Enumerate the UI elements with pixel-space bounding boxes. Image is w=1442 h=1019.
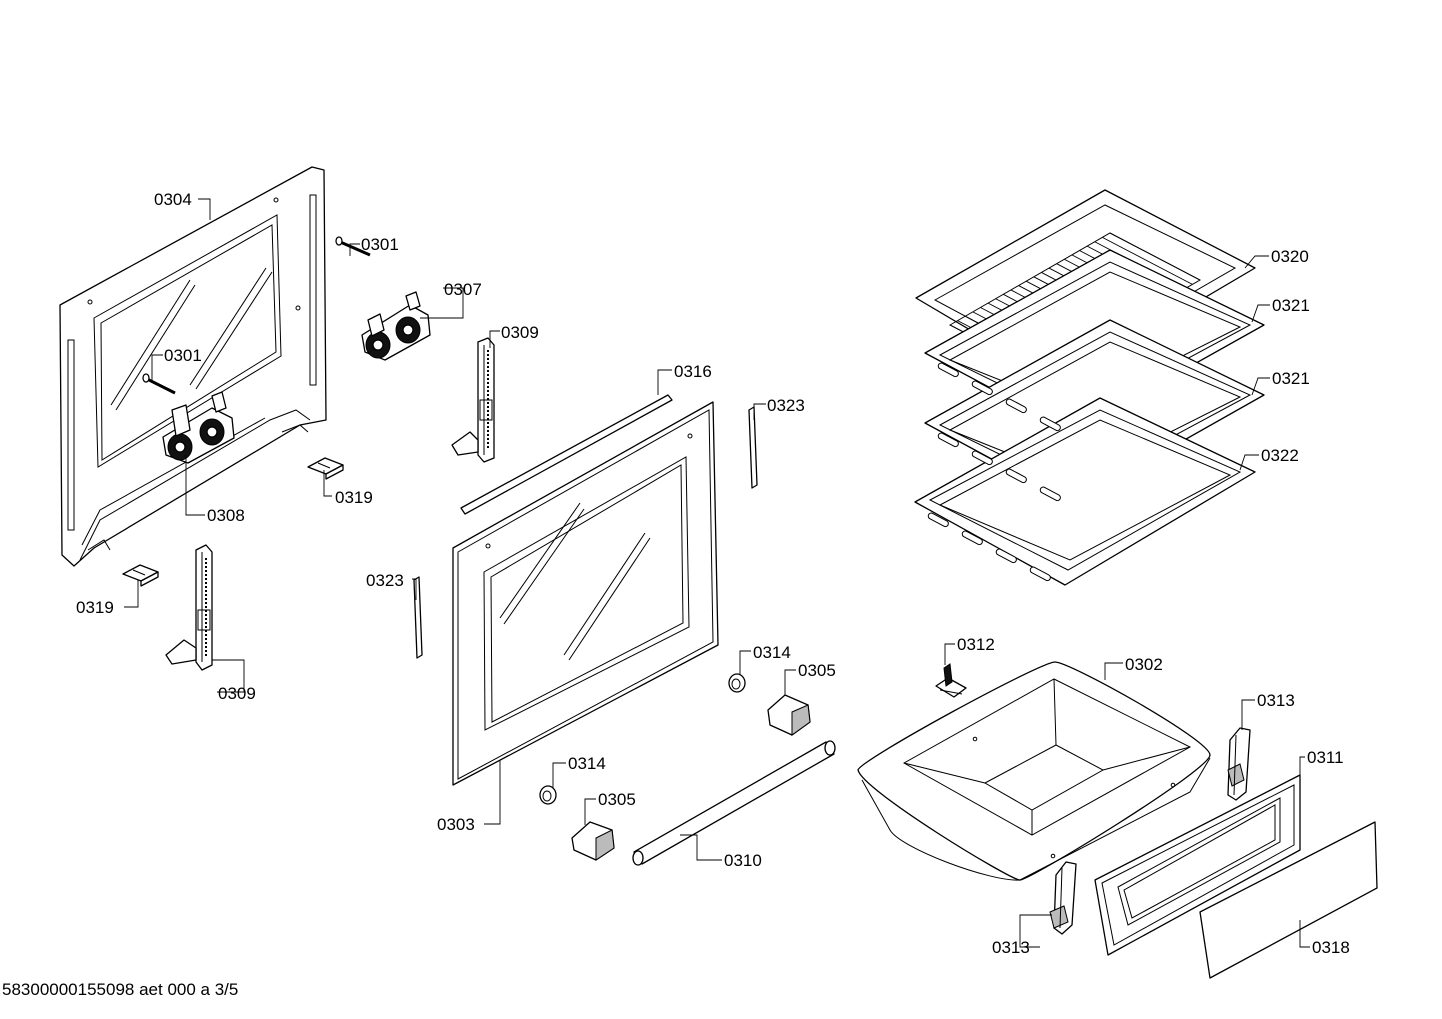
part-0305-end-cap-lower <box>571 821 615 861</box>
label-0320: 0320 <box>1271 247 1309 266</box>
part-0304-door-frame <box>59 166 327 567</box>
part-0309-hinge-upper <box>451 337 495 463</box>
label-0323-right: 0323 <box>767 396 805 415</box>
part-0314-button-lower <box>539 785 557 805</box>
label-0309-lower: 0309 <box>218 684 256 703</box>
part-0313-runner-upper <box>1227 727 1251 801</box>
part-0303-glass-door <box>452 401 719 786</box>
part-0310-handle-bar <box>632 740 836 866</box>
label-0303: 0303 <box>437 815 475 834</box>
part-0301-screw-lower <box>142 373 176 395</box>
part-0314-button-upper <box>728 673 746 693</box>
label-0312: 0312 <box>957 635 995 654</box>
label-0318: 0318 <box>1312 938 1350 957</box>
part-0319-clip-left <box>122 564 159 587</box>
label-0301-lower: 0301 <box>164 346 202 365</box>
label-0302: 0302 <box>1125 655 1163 674</box>
part-0316-strip <box>460 394 673 515</box>
tray-slots <box>927 362 1061 582</box>
label-0301-upper: 0301 <box>361 235 399 254</box>
part-0307-hinge-block <box>361 291 431 361</box>
document-id: 58300000155098 aet 000 a 3/5 <box>2 980 239 999</box>
label-0307: 0307 <box>444 280 482 299</box>
label-0313-lower: 0313 <box>992 938 1030 957</box>
part-0301-screw-upper <box>335 236 371 257</box>
label-0323-left: 0323 <box>366 571 404 590</box>
label-0305-upper: 0305 <box>798 661 836 680</box>
label-0314-upper: 0314 <box>753 643 791 662</box>
label-0322: 0322 <box>1261 446 1299 465</box>
label-0321-upper: 0321 <box>1272 296 1310 315</box>
label-0313-upper: 0313 <box>1257 691 1295 710</box>
label-0309-upper: 0309 <box>501 323 539 342</box>
label-0304: 0304 <box>154 190 192 209</box>
part-0323-strip-left <box>413 576 423 659</box>
label-0321-lower: 0321 <box>1272 369 1310 388</box>
label-0314-lower: 0314 <box>568 754 606 773</box>
label-0305-lower: 0305 <box>598 790 636 809</box>
part-0319-clip-right <box>307 457 344 480</box>
label-0311: 0311 <box>1307 748 1344 767</box>
label-0319-left: 0319 <box>76 598 114 617</box>
part-0312-bracket <box>935 663 967 698</box>
part-0309-hinge-lower <box>165 544 213 671</box>
label-0310: 0310 <box>724 851 762 870</box>
part-0305-end-cap-upper <box>767 694 811 736</box>
part-0311-drawer-front <box>1094 774 1301 956</box>
part-labels: 0304 0301 0307 0301 0309 0316 0323 0308 … <box>76 190 1350 957</box>
part-0323-strip-right <box>748 406 758 489</box>
label-0316: 0316 <box>674 362 712 381</box>
part-0308-hinge-block <box>162 391 235 464</box>
part-0302-drawer-tub <box>857 661 1211 881</box>
label-0308: 0308 <box>207 506 245 525</box>
part-0318-panel <box>1199 821 1378 979</box>
leader-lines <box>124 198 1310 948</box>
part-0313-runner-lower <box>1049 861 1077 935</box>
label-0319-right: 0319 <box>335 488 373 507</box>
